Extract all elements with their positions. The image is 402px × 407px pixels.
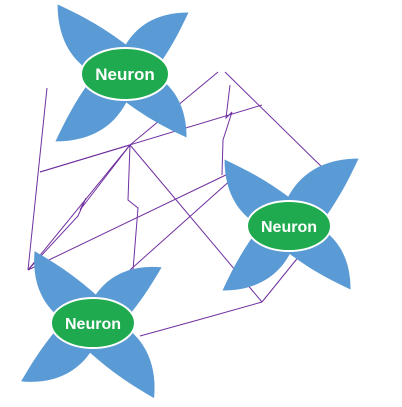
connection-line	[224, 71, 331, 176]
connection-line	[139, 319, 199, 337]
connection-line	[197, 301, 263, 321]
connection-line	[261, 254, 301, 303]
connection-zigzag	[27, 144, 131, 271]
neuron-label: Neuron	[261, 219, 317, 236]
neuron-label: Neuron	[95, 65, 155, 84]
neuron-body	[50, 297, 136, 349]
connection-line	[27, 172, 231, 271]
connection-zigzag	[127, 144, 139, 271]
connection-line	[27, 144, 131, 271]
neuron-body	[80, 47, 170, 101]
connection-line	[27, 87, 48, 271]
neuron-body	[246, 200, 332, 252]
connection-line	[129, 177, 234, 271]
neuron-node: Neuron	[36, 0, 207, 158]
neuron-node: Neuron	[4, 234, 178, 407]
connection-lines	[27, 71, 331, 337]
connection-line	[39, 144, 131, 173]
connection-zigzag	[221, 84, 233, 176]
neuron-label: Neuron	[65, 316, 121, 333]
neuron-node: Neuron	[204, 141, 378, 308]
